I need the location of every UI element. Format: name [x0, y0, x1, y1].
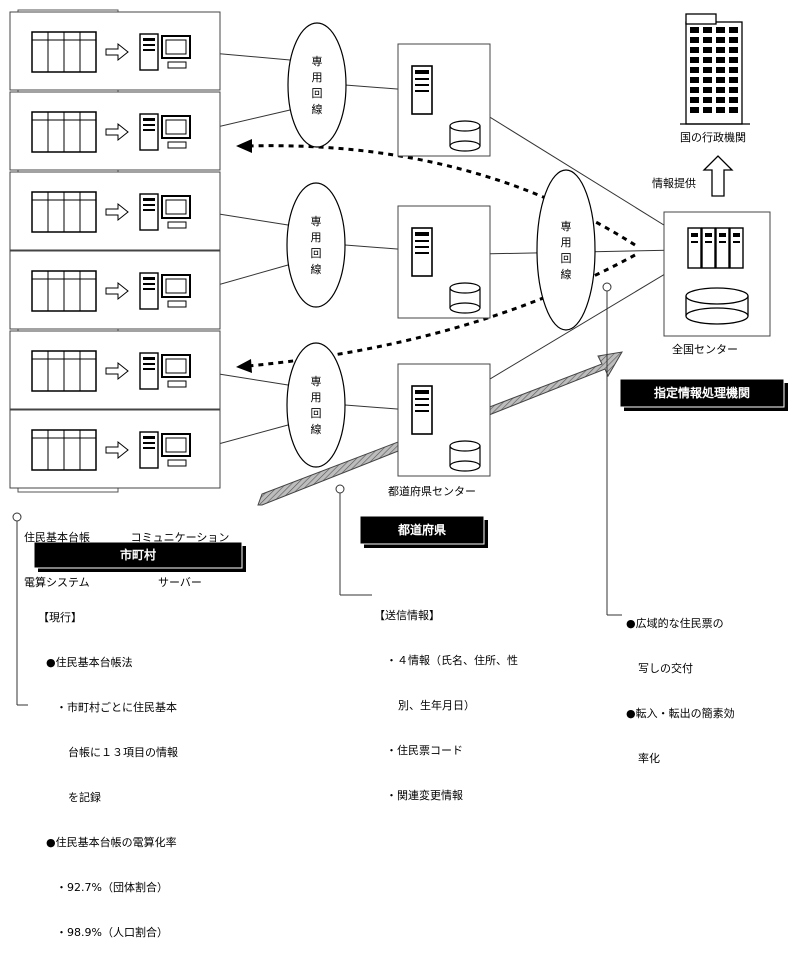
ledger-cabinet-icon	[31, 31, 97, 73]
dedicated-line-char: 線	[311, 262, 322, 276]
dedicated-line-char: 専	[312, 55, 323, 68]
prefecture-badge-text: 都道府県	[397, 522, 446, 537]
server-tower-icon	[411, 65, 433, 115]
comm-server-icon	[139, 193, 191, 231]
comm-server-icon	[139, 431, 191, 469]
dedicated-line-char: 回	[561, 252, 572, 265]
dedicated-line-char: 用	[561, 236, 572, 249]
municipal-row	[9, 330, 221, 410]
hollow-arrow-icon	[105, 361, 129, 381]
hollow-arrow-icon	[105, 440, 129, 460]
dedicated-line-char: 回	[312, 87, 323, 100]
prefecture-badge: 都道府県	[359, 515, 488, 548]
dedicated-line-char: 専	[311, 375, 322, 388]
ledger-cabinet-icon	[31, 270, 97, 312]
municipal-row	[9, 11, 221, 91]
hollow-arrow-icon	[105, 122, 129, 142]
dedicated-line-char: 用	[311, 231, 322, 244]
dedicated-line-char: 回	[311, 247, 322, 260]
municipal-row	[9, 250, 221, 330]
server-tower-icon	[411, 385, 433, 435]
municipal-row	[9, 171, 221, 251]
dedicated-line-char: 回	[311, 407, 322, 420]
municipal-badge: 市町村	[33, 541, 246, 572]
comm-server-icon	[139, 272, 191, 310]
municipal-badge-text: 市町村	[120, 547, 156, 562]
hollow-arrow-icon	[105, 281, 129, 301]
hollow-arrow-icon	[105, 202, 129, 222]
hollow-arrow-icon	[105, 42, 129, 62]
government-building-icon	[680, 13, 750, 125]
national-center-box	[663, 211, 771, 337]
comm-server-icon	[139, 33, 191, 71]
comm-server-icon	[139, 113, 191, 151]
national-badge-text: 指定情報処理機関	[654, 385, 750, 400]
municipal-row	[9, 91, 221, 171]
dedicated-line-char: 用	[312, 71, 323, 84]
database-icon	[449, 440, 481, 472]
prefecture-server-box	[397, 205, 491, 319]
database-icon	[449, 282, 481, 314]
dedicated-line-char: 線	[561, 267, 572, 281]
dedicated-line-char: 線	[311, 422, 322, 436]
dedicated-line-char: 専	[561, 220, 572, 233]
ledger-cabinet-icon	[31, 111, 97, 153]
info-provision-arrow-icon	[702, 155, 734, 197]
prefecture-server-box	[397, 43, 491, 157]
prefecture-server-box	[397, 363, 491, 477]
dedicated-line-char: 線	[312, 102, 323, 116]
mainframe-icon	[687, 227, 744, 269]
database-icon	[449, 120, 481, 152]
ledger-cabinet-icon	[31, 350, 97, 392]
national-database-icon	[685, 287, 749, 325]
ledger-cabinet-icon	[31, 429, 97, 471]
dedicated-line-char: 専	[311, 215, 322, 228]
dedicated-line-char: 用	[311, 391, 322, 404]
ledger-cabinet-icon	[31, 191, 97, 233]
leader-lines	[12, 282, 622, 706]
national-badge: 指定情報処理機関	[619, 378, 788, 411]
municipal-row	[9, 409, 221, 489]
server-tower-icon	[411, 227, 433, 277]
comm-server-icon	[139, 352, 191, 390]
